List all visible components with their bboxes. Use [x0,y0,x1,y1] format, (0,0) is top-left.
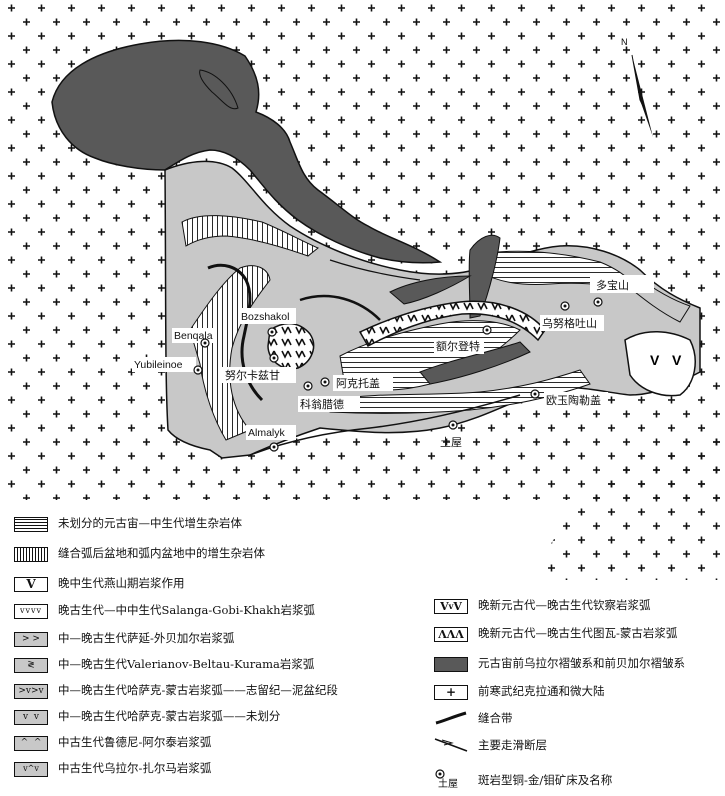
legend-background [0,500,548,796]
legend-label: 晚中生代燕山期岩浆作用 [58,576,185,591]
suture-line-2 [299,294,381,321]
swatch-caret: ^ ^ [14,735,48,751]
dark-east-wedge [468,234,501,319]
legend-item-sayan: > > 中—晚古生代萨延-外贝加尔岩浆弧 [14,630,234,648]
legend-item-strike-slip: 主要走滑断层 [434,737,547,755]
legend-item-kazakh-undivided: v v 中—晚古生代哈萨克-蒙古岩浆弧——未划分 [14,708,280,726]
legend-item-vertical-lines: 缝合弧后盆地和弧内盆地中的增生杂岩体 [14,545,265,563]
legend-label: 中—晚古生代哈萨克-蒙古岩浆弧——未划分 [58,709,281,724]
legend-label: 中古生代鲁德尼-阿尔泰岩浆弧 [58,735,212,750]
legend-item-horizontal-lines: 未划分的元古宙—中生代增生杂岩体 [14,515,242,533]
north-arrow: N [621,37,653,137]
deposit-label: Bozshakol [241,311,289,323]
deposit-wunugetushan: 乌努格吐山 [540,301,604,331]
legend-label: 主要走滑断层 [478,738,547,753]
swatch-vvvv: vvvv [14,603,48,619]
swatch-horizontal-lines [14,516,48,532]
legend-item-salanga: vvvv 晚古生代—中中生代Salanga-Gobi-Khakh岩浆弧 [14,602,315,620]
dark-central-lens [389,275,472,305]
strike-slip-fault-1 [249,394,521,456]
deposit-label: 多宝山 [596,278,629,292]
deposit-kewengla: 科翁腊德 [298,381,360,412]
deposit-label: 阿克托盖 [336,376,380,390]
legend-label: 斑岩型铜-金/钼矿床及名称 [478,773,613,788]
legend-left: 未划分的元古宙—中生代增生杂岩体 缝合弧后盆地和弧内盆地中的增生杂岩体 V 晚中… [14,515,338,778]
deposit-label: 乌努格吐山 [542,316,597,330]
legend-label: 中—晚古生代Valerianov-Beltau-Kurama岩浆弧 [58,657,315,672]
deposit-label: 努尔卡兹甘 [225,368,280,382]
strike-slip-fault-2 [329,259,421,281]
legend-label: 晚新元古代—晚古生代图瓦-蒙古岩浆弧 [478,626,678,641]
swatch-v: V [14,576,48,592]
deposit-duobaoshan: 多宝山 [590,275,654,307]
legend-label: 未划分的元古宙—中生代增生杂岩体 [58,516,242,531]
deposit-symbol: 土屋 [434,768,468,794]
legend-item-valerianov: ≷ 中—晚古生代Valerianov-Beltau-Kurama岩浆弧 [14,656,314,674]
legend-item-ural-zharma: v^v 中古生代乌拉尔-扎尔马岩浆弧 [14,760,211,778]
deposit-eerdengte: 额尔登特 [434,325,492,354]
legend-item-craton: + 前寒武纪克拉通和微大陆 [434,683,605,701]
swatch-dark [434,656,468,672]
suture-symbol [434,711,468,728]
lower-right-clear [420,580,725,796]
yanshanian-v-mark-2: V [672,352,682,368]
yanshanian-v-mark-1: V [650,352,660,368]
swatch-vertical-lines [14,546,48,562]
deposit-label: 额尔登特 [436,339,480,353]
legend-item-yanshanian: V 晚中生代燕山期岩浆作用 [14,575,185,593]
deposit-example-name: 土屋 [438,779,458,790]
legend-label: 前寒武纪克拉通和微大陆 [478,684,605,699]
legend-label: 晚古生代—中中生代Salanga-Gobi-Khakh岩浆弧 [58,603,316,618]
hlined-complex-south [329,369,591,414]
legend-item-rudny-altai: ^ ^ 中古生代鲁德尼-阿尔泰岩浆弧 [14,734,211,752]
deposit-label: Almalyk [248,427,286,439]
strike-slip-symbol [434,737,468,756]
swatch-plus: + [434,684,468,700]
deposit-ouyutaolegai: 欧玉陶勒盖 [530,389,608,408]
legend-item-tuva-mongol: ΛΛΛ 晚新元古代—晚古生代图瓦-蒙古岩浆弧 [434,625,677,643]
swatch-v-v: v v [14,709,48,725]
deposit-tuwu: 土屋 [440,420,462,449]
north-arrow-label: N [621,37,628,47]
ural-dark-belt [51,39,443,264]
swatch-v-caret: v^v [14,761,48,777]
dark-upper-plume [199,69,239,110]
vertical-lined-strip [181,215,319,257]
deposit-label: 土屋 [440,436,462,449]
legend-label: 中—晚古生代萨延-外贝加尔岩浆弧 [58,631,235,646]
deposit-label: 科翁腊德 [300,397,344,411]
yanshanian-blob [624,331,696,397]
swatch-gtvgtv: >v>v [14,683,48,699]
dark-southeast-band [419,341,531,385]
deposit-label: Yubileinoe [134,359,183,371]
legend-label: 缝合弧后盆地和弧内盆地中的增生杂岩体 [58,546,265,561]
legend-item-deposit: 土屋 斑岩型铜-金/钼矿床及名称 [434,768,612,794]
deposit-label: 欧玉陶勒盖 [546,393,601,407]
deposits: 多宝山 乌努格吐山 额尔登特 欧玉陶勒盖 土屋 [132,275,654,452]
swatch-chevrons: > > [14,631,48,647]
legend-label: 缝合带 [478,711,513,726]
deposit-aketuogai: 阿克托盖 [320,375,393,391]
legend-item-suture: 缝合带 [434,710,513,728]
legend-label: 中—晚古生代哈萨克-蒙古岩浆弧——志留纪—泥盆纪段 [58,683,338,698]
legend-item-kazakh-silurian: >v>v 中—晚古生代哈萨克-蒙古岩浆弧——志留纪—泥盆纪段 [14,682,338,700]
deposit-bozshakol: Bozshakol [238,308,296,337]
legend-label: 中古生代乌拉尔-扎尔马岩浆弧 [58,761,212,776]
legend-label: 晚新元古代—晚古生代钦察岩浆弧 [478,598,651,613]
swatch-zigzag: ≷ [14,657,48,673]
deposit-benqala: Benqala [172,328,216,348]
legend-label: 元古宙前乌拉尔褶皱系和前贝加尔褶皱系 [478,656,685,671]
swatch-bold-caret: ΛΛΛ [434,626,468,642]
deposit-almalyk: Almalyk [246,425,296,452]
deposit-nuerkazigan: 努尔卡兹甘 [222,353,296,383]
deposit-yubileinoe: Yubileinoe [132,357,203,375]
tuva-mongol-arc [358,300,546,348]
deposit-label: Benqala [174,330,213,342]
legend-item-dark-fill: 元古宙前乌拉尔褶皱系和前贝加尔褶皱系 [434,655,685,673]
